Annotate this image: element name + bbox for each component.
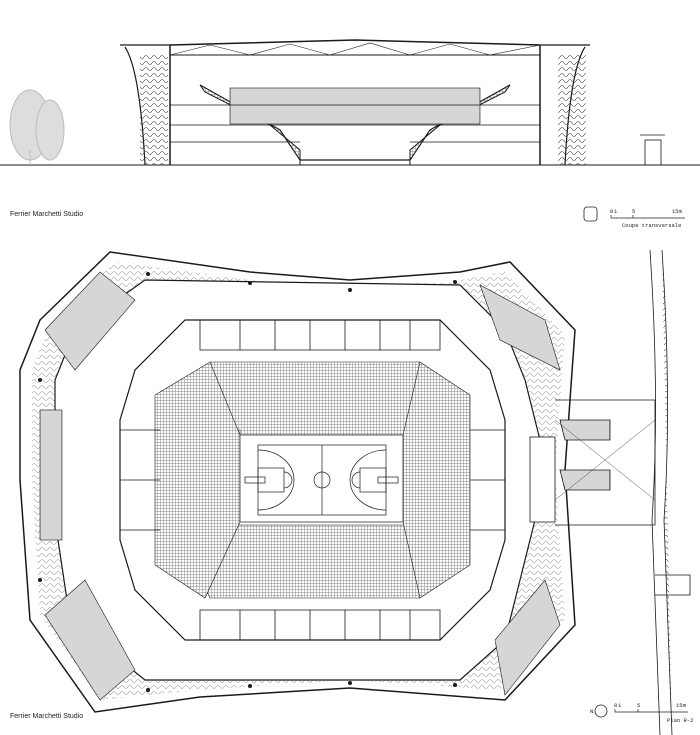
outer-envelope: [19, 251, 576, 713]
trees: [9, 89, 65, 165]
scale-tick: 0: [610, 208, 613, 215]
north-arrow-icon: [594, 704, 608, 718]
scale-tick: 5: [632, 208, 635, 215]
floor-plan: [19, 249, 691, 735]
scale-tick: 1: [618, 702, 622, 709]
north-label: N: [590, 708, 593, 715]
plan-credit: Ferrier Marchetti Studio: [10, 713, 83, 720]
section-title: Coupe transversale: [622, 222, 681, 229]
scale-tick: 5: [637, 702, 640, 709]
right-kiosk: [640, 134, 665, 166]
basketball-court: [239, 434, 404, 523]
box-suites: [120, 320, 505, 640]
plan-title: Plan R-2: [667, 717, 693, 724]
scale-tick: 1: [614, 208, 618, 215]
seating-blocks: [154, 361, 471, 599]
corner-seating: [39, 271, 561, 701]
section-scale-bar: 0 1 5 15m Coupe transversale: [583, 206, 685, 229]
scale-tick: 15m: [672, 208, 683, 215]
scale-tick: 15m: [676, 702, 687, 709]
cross-section: [0, 39, 700, 166]
scale-tick: 0: [614, 702, 617, 709]
columns: [38, 272, 457, 692]
plan-scale-bar: N 0 1 5 15m Plan R-2: [590, 702, 693, 724]
site-edge: [649, 249, 691, 735]
section-key-icon: [583, 206, 598, 222]
section-credit: Ferrier Marchetti Studio: [10, 211, 83, 218]
